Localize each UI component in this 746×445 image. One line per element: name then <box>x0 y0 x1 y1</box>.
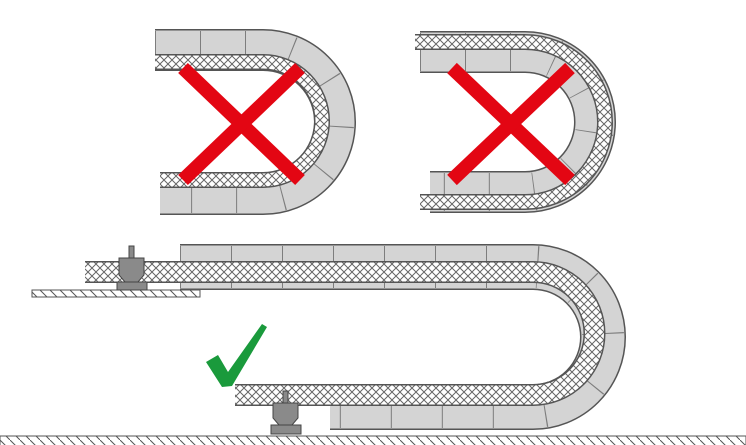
ground-floor <box>0 435 746 445</box>
incorrect-figure-right <box>415 30 616 213</box>
cable <box>415 35 612 209</box>
incorrect-figure-left <box>155 28 356 215</box>
lower-mounting-bracket <box>270 390 302 435</box>
energy-chain <box>155 30 355 214</box>
checkmark-icon <box>206 324 267 387</box>
cross-icon <box>447 62 575 186</box>
cable <box>155 55 329 187</box>
upper-mounting-bracket <box>116 245 148 291</box>
mounting-plate <box>31 289 201 298</box>
cross-icon <box>178 62 305 186</box>
cable <box>85 262 604 405</box>
correct-figure <box>31 244 626 435</box>
energy-chain <box>420 32 615 212</box>
